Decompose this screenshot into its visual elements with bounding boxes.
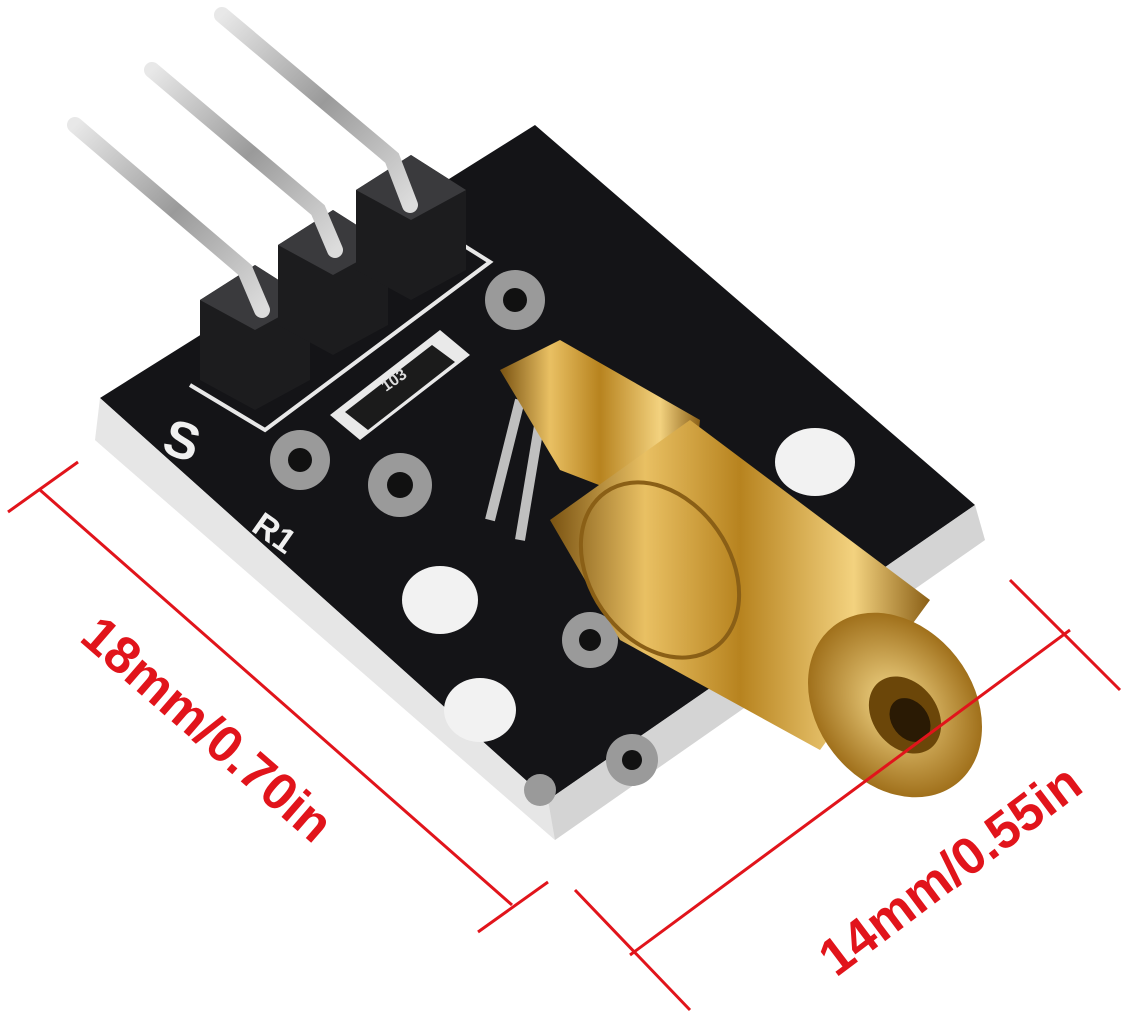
- header-pins: [67, 7, 418, 318]
- width-dimension: [573, 578, 1122, 1012]
- laser-diode: [485, 340, 982, 798]
- pads: [270, 270, 658, 806]
- length-dimension-label: 18mm/0.70in: [70, 605, 344, 854]
- length-dimension: [7, 460, 549, 934]
- width-dimension-label: 14mm/0.55in: [808, 753, 1092, 987]
- mounting-holes: [402, 428, 855, 742]
